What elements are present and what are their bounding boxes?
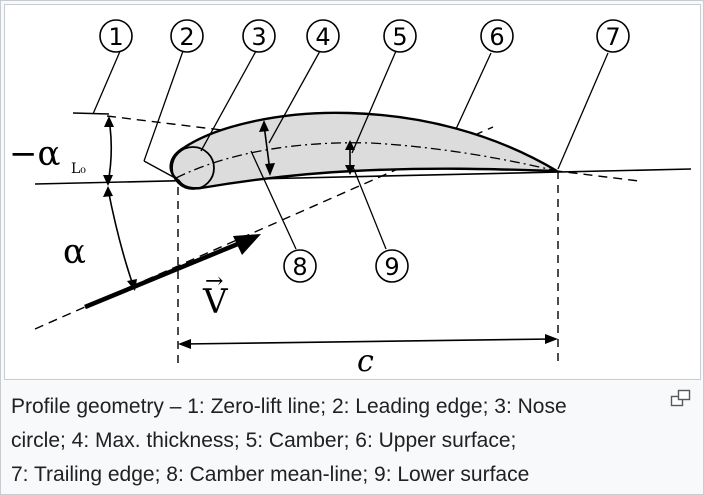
camber-arrowhead-bottom	[345, 165, 355, 175]
svg-text:3: 3	[251, 23, 266, 51]
zero-lift-arc-arrow-top	[104, 116, 114, 127]
alpha-zero-lift-label: −α	[9, 134, 60, 174]
svg-text:2: 2	[179, 23, 194, 51]
velocity-arrow	[84, 238, 246, 310]
chord-line	[34, 168, 692, 185]
leader-9	[352, 166, 387, 250]
chord-dimension-line	[182, 338, 554, 345]
caption-line-2: circle; 4: Max. thickness; 5: Camber; 6:…	[11, 429, 517, 452]
chord-arrowhead-right	[545, 334, 558, 344]
callout-7: 7	[596, 19, 630, 53]
callout-9: 9	[375, 249, 409, 283]
svg-text:6: 6	[489, 23, 504, 51]
alpha-angle-arc	[107, 188, 135, 289]
caption-line-1: Profile geometry – 1: Zero-lift line; 2:…	[11, 395, 567, 418]
leader-1	[92, 48, 122, 115]
max-thickness-arrowhead-top	[259, 120, 269, 132]
callout-2: 2	[170, 19, 204, 53]
velocity-label: V	[202, 282, 229, 322]
zero-lift-marker	[72, 112, 110, 115]
leader-5	[351, 50, 397, 154]
enlarge-button[interactable]	[670, 389, 692, 407]
leader-4	[268, 50, 321, 144]
svg-text:1: 1	[108, 23, 123, 51]
svg-text:8: 8	[292, 253, 307, 281]
airfoil-diagram: 1 2 3 4 5 6 7 8	[9, 19, 692, 379]
zero-lift-angle-arc	[107, 118, 113, 184]
chord-label: c	[357, 344, 374, 379]
velocity-vector-arrow: →	[205, 269, 223, 294]
nose-circle	[171, 146, 215, 190]
caption-line-3: 7: Trailing edge; 8: Camber mean-line; 9…	[11, 463, 530, 486]
max-thickness-arrowhead-bottom	[265, 163, 275, 176]
leader-3	[200, 50, 257, 152]
alpha-zero-lift-subscript: L₀	[71, 161, 86, 177]
max-thickness-marker	[263, 124, 271, 172]
alpha-arc-arrow-top	[103, 186, 113, 197]
velocity-arrowhead	[233, 234, 261, 255]
enlarge-icon	[670, 389, 691, 407]
callout-6: 6	[480, 19, 514, 53]
svg-text:4: 4	[315, 23, 330, 51]
chord-arrowhead-left	[178, 339, 191, 349]
leader-2b	[143, 50, 184, 162]
callout-1: 1	[99, 19, 133, 53]
alpha-label: α	[63, 232, 86, 272]
callout-3: 3	[242, 19, 276, 53]
svg-text:5: 5	[392, 23, 407, 51]
leader-2a	[143, 160, 178, 180]
callout-8: 8	[283, 249, 317, 283]
svg-text:9: 9	[384, 253, 399, 281]
svg-text:7: 7	[605, 23, 620, 51]
leader-6	[455, 52, 492, 130]
figure-caption: Profile geometry – 1: Zero-lift line; 2:…	[11, 390, 667, 492]
callout-5: 5	[383, 19, 417, 53]
camber-arrowhead-top	[345, 140, 355, 150]
leader-7	[557, 52, 609, 170]
callout-4: 4	[306, 19, 340, 53]
zero-lift-arc-arrow-bottom	[103, 175, 113, 186]
figure-image[interactable]	[4, 4, 701, 380]
leader-8	[250, 150, 297, 250]
